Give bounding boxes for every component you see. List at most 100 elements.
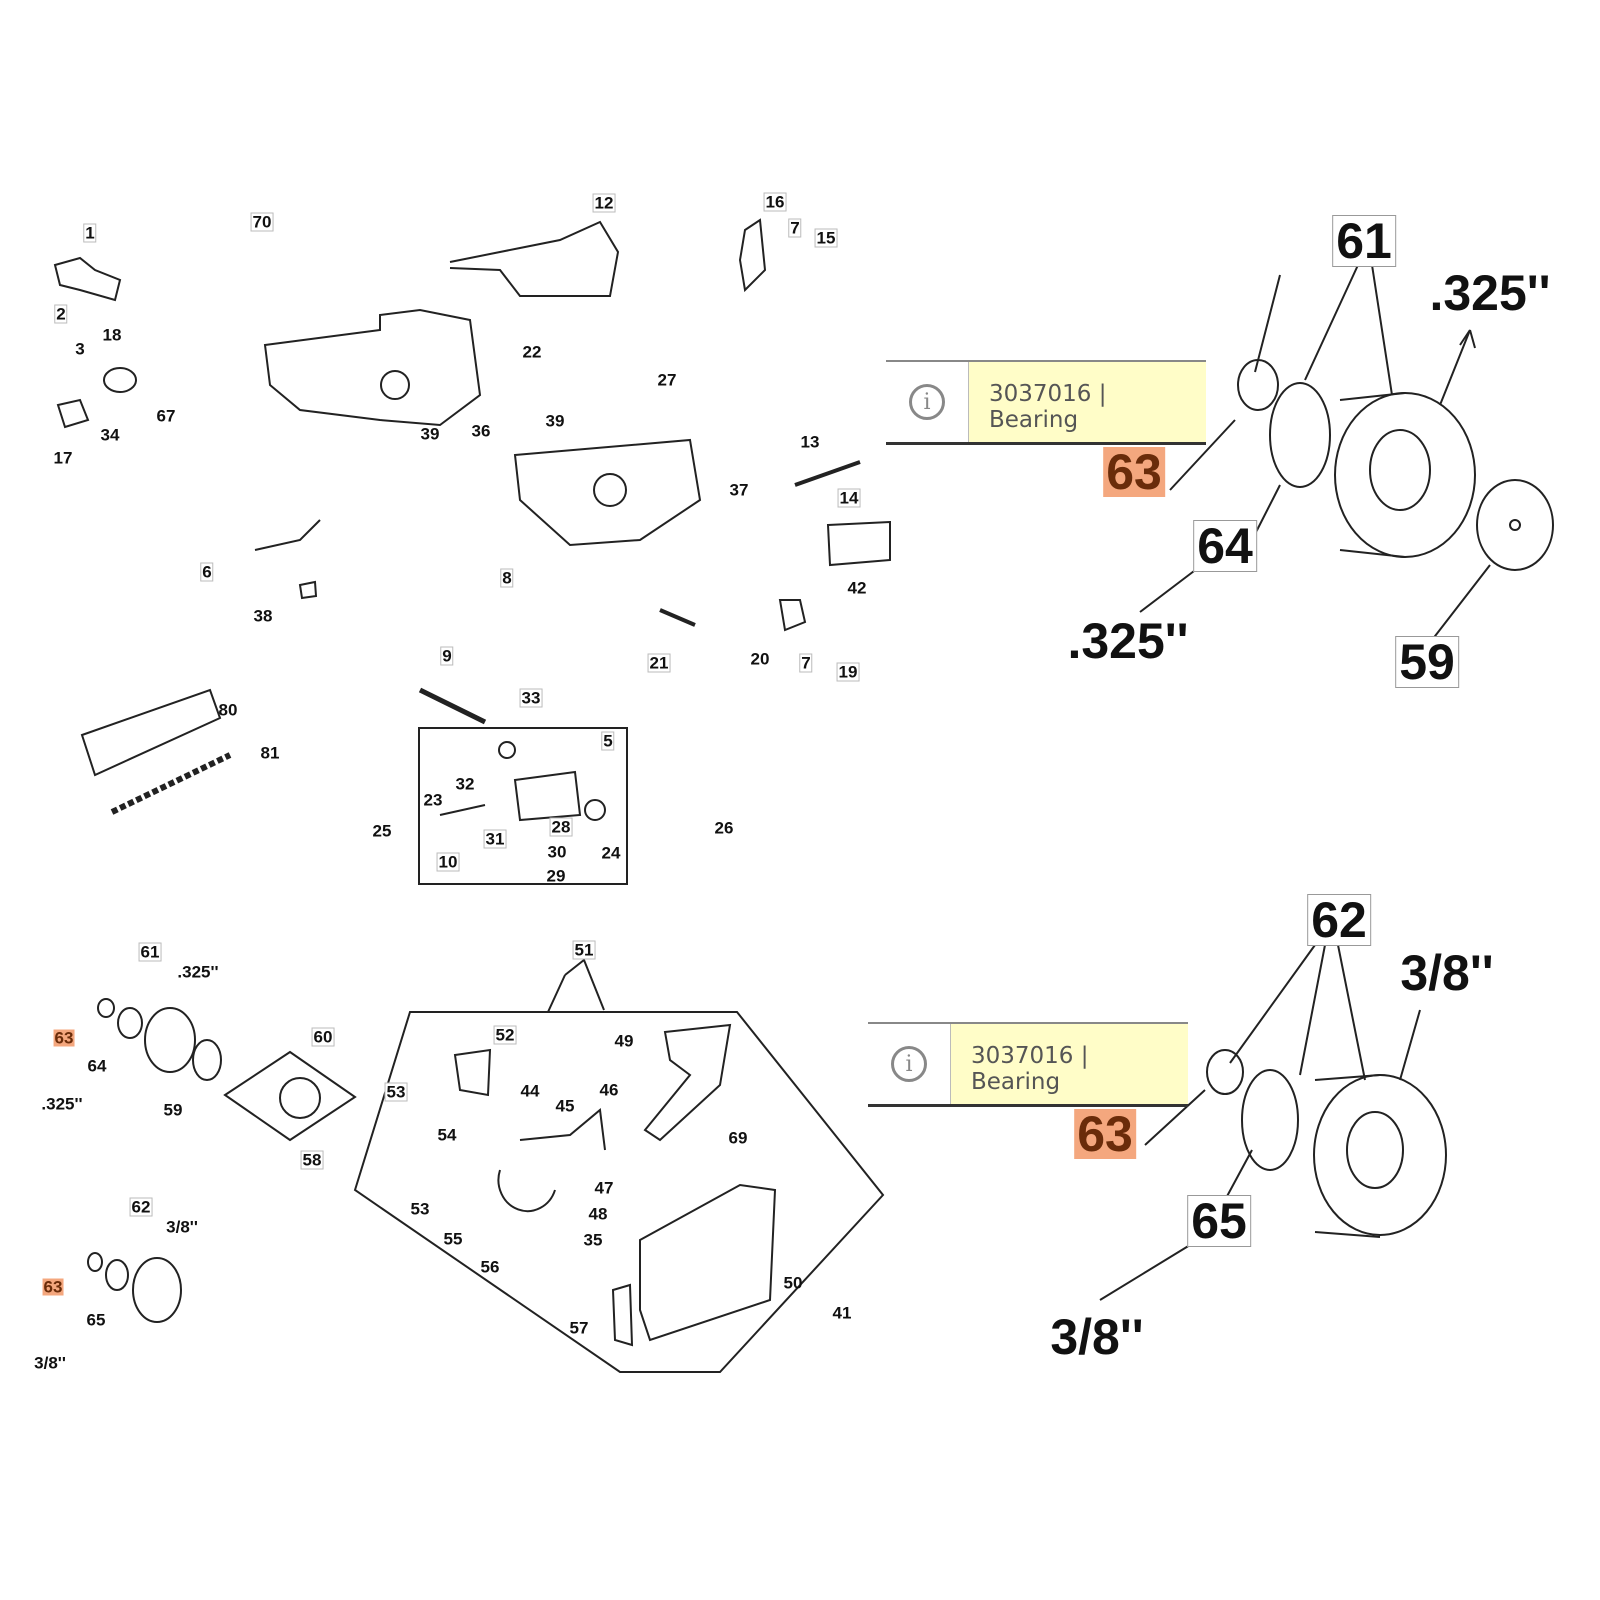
- part-callout[interactable]: 14: [837, 488, 861, 508]
- part-callout[interactable]: 54: [437, 1125, 457, 1145]
- gasket-12: [449, 220, 620, 297]
- part-callout[interactable]: 24: [601, 843, 621, 863]
- part-callout[interactable]: .325'': [41, 1094, 83, 1114]
- detail-callout[interactable]: 3/8'': [1050, 1309, 1144, 1365]
- detail-callout[interactable]: .325'': [1429, 265, 1551, 321]
- part-callout[interactable]: 46: [599, 1080, 619, 1100]
- detail-callout[interactable]: 59: [1395, 636, 1459, 688]
- part-callout[interactable]: 31: [483, 829, 507, 849]
- part-callout[interactable]: 42: [847, 578, 867, 598]
- crankcase-part: [263, 308, 482, 427]
- part-callout-highlighted[interactable]: 63: [42, 1277, 64, 1297]
- detail-callout[interactable]: 3/8'': [1400, 945, 1494, 1001]
- part-callout[interactable]: 45: [555, 1096, 575, 1116]
- detail-callout[interactable]: 62: [1307, 894, 1371, 946]
- info-icon: i: [886, 362, 969, 442]
- part-callout[interactable]: 58: [300, 1150, 324, 1170]
- part-callout[interactable]: 48: [588, 1204, 608, 1224]
- part-callout[interactable]: 3/8'': [34, 1353, 66, 1373]
- part-callout[interactable]: 22: [522, 342, 542, 362]
- part-callout[interactable]: 35: [583, 1230, 603, 1250]
- part-callout[interactable]: 16: [763, 192, 787, 212]
- part-callout[interactable]: 12: [592, 193, 616, 213]
- part-tooltip-bottom: i 3037016 | Bearing: [868, 1022, 1188, 1107]
- part-callout[interactable]: 3/8'': [166, 1217, 198, 1237]
- ignition-part: [53, 256, 122, 302]
- part-callout[interactable]: 53: [410, 1199, 430, 1219]
- part-callout[interactable]: 33: [519, 688, 543, 708]
- part-callout[interactable]: 39: [545, 411, 565, 431]
- part-callout[interactable]: 39: [420, 424, 440, 444]
- part-callout[interactable]: 7: [788, 218, 802, 238]
- chain: [110, 752, 232, 815]
- part-callout[interactable]: 6: [200, 562, 214, 582]
- part-callout[interactable]: 19: [836, 662, 860, 682]
- part-callout-highlighted[interactable]: 63: [53, 1028, 75, 1048]
- part-callout[interactable]: 25: [372, 821, 392, 841]
- part-callout[interactable]: 64: [87, 1056, 107, 1076]
- part-callout[interactable]: 18: [102, 325, 122, 345]
- part-callout[interactable]: 57: [569, 1318, 589, 1338]
- detail-callout[interactable]: 64: [1193, 520, 1257, 572]
- part-callout[interactable]: 30: [547, 842, 567, 862]
- part-callout[interactable]: 70: [250, 212, 274, 232]
- info-icon: i: [868, 1024, 951, 1104]
- part-callout[interactable]: 59: [163, 1100, 183, 1120]
- part-callout[interactable]: 27: [657, 370, 677, 390]
- part-callout[interactable]: 29: [546, 866, 566, 886]
- part-callout[interactable]: 13: [800, 432, 820, 452]
- part-callout[interactable]: 5: [601, 731, 615, 751]
- part-callout[interactable]: 15: [814, 228, 838, 248]
- part-callout[interactable]: 7: [799, 653, 813, 673]
- oil-pump-box: [418, 727, 628, 885]
- detail-callout-highlighted[interactable]: 63: [1103, 447, 1165, 497]
- part-callout[interactable]: .325'': [177, 962, 219, 982]
- crankcase-half: [513, 438, 702, 547]
- part-tooltip-top: i 3037016 | Bearing: [886, 360, 1206, 445]
- part-callout[interactable]: 67: [156, 406, 176, 426]
- part-callout[interactable]: 44: [520, 1081, 540, 1101]
- part-callout[interactable]: 62: [129, 1197, 153, 1217]
- part-callout[interactable]: 37: [729, 480, 749, 500]
- part-callout[interactable]: 10: [436, 852, 460, 872]
- detail-callout[interactable]: 61: [1332, 215, 1396, 267]
- part-callout[interactable]: 38: [253, 606, 273, 626]
- part-callout[interactable]: 69: [728, 1128, 748, 1148]
- part-callout[interactable]: 53: [384, 1082, 408, 1102]
- detail-callout[interactable]: .325'': [1067, 613, 1189, 669]
- chain-brake-group-frame: [353, 1011, 885, 1373]
- part-callout[interactable]: 2: [54, 304, 68, 324]
- part-callout[interactable]: 56: [480, 1257, 500, 1277]
- part-callout[interactable]: 9: [440, 646, 454, 666]
- detail-callout[interactable]: 65: [1187, 1195, 1251, 1247]
- part-callout[interactable]: 1: [83, 223, 97, 243]
- tooltip-text: 3037016 | Bearing: [969, 362, 1206, 442]
- part-callout[interactable]: 55: [443, 1229, 463, 1249]
- part-callout[interactable]: 47: [594, 1178, 614, 1198]
- part-callout[interactable]: 65: [86, 1310, 106, 1330]
- part-callout[interactable]: 52: [493, 1025, 517, 1045]
- part-callout[interactable]: 50: [783, 1273, 803, 1293]
- part-callout[interactable]: 36: [471, 421, 491, 441]
- part-callout[interactable]: 41: [832, 1303, 852, 1323]
- part-callout[interactable]: 8: [500, 568, 514, 588]
- part-callout[interactable]: 34: [100, 425, 120, 445]
- part-callout[interactable]: 28: [549, 817, 573, 837]
- part-callout[interactable]: 26: [714, 818, 734, 838]
- part-callout[interactable]: 32: [455, 774, 475, 794]
- part-callout[interactable]: 17: [53, 448, 73, 468]
- detail-callout-highlighted[interactable]: 63: [1074, 1109, 1136, 1159]
- part-callout[interactable]: 60: [311, 1027, 335, 1047]
- part-callout[interactable]: 80: [218, 700, 238, 720]
- part-callout[interactable]: 81: [260, 743, 280, 763]
- part-callout[interactable]: 23: [423, 790, 443, 810]
- part-callout[interactable]: 20: [750, 649, 770, 669]
- part-callout[interactable]: 21: [647, 653, 671, 673]
- part-callout[interactable]: 61: [138, 942, 162, 962]
- part-callout[interactable]: 49: [614, 1031, 634, 1051]
- part-callout[interactable]: 3: [75, 339, 85, 359]
- part-callout[interactable]: 51: [572, 940, 596, 960]
- clutch-box-60: [223, 1050, 357, 1142]
